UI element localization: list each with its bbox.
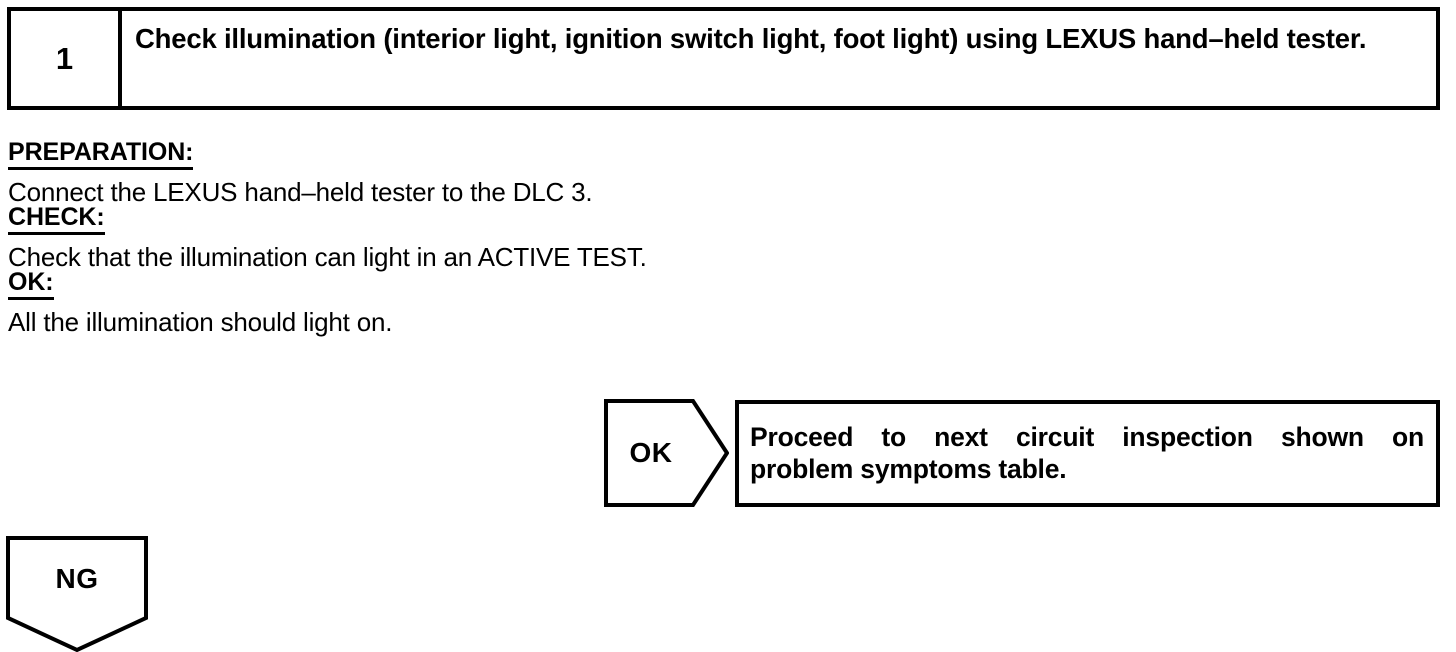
ng-branch-label: NG [55,562,99,594]
ok-result-box: Proceed to next circuit inspection shown… [735,400,1440,507]
ok-result-line-2: problem symptoms table. [750,453,1067,484]
ng-pentagon-shape [6,536,148,652]
procedure-body: PREPARATION: Connect the LEXUS hand–held… [8,140,1008,335]
section-heading-ok: OK: [8,270,54,300]
ok-result-line-1: Proceed to next circuit inspection shown… [750,421,1424,452]
step-instruction-text: Check illumination (interior light, igni… [135,23,1367,54]
ok-branch-marker: OK [604,399,729,507]
step-number-cell: 1 [11,11,122,106]
section-body-preparation: Connect the LEXUS hand–held tester to th… [8,177,593,207]
ok-branch-label: OK [629,437,673,468]
ok-result-text: Proceed to next circuit inspection shown… [750,422,1424,486]
section-ok: OK: All the illumination should light on… [8,270,1008,335]
section-body-check: Check that the illumination can light in… [8,242,647,272]
ng-branch-marker: NG [6,536,148,652]
step-instruction-cell: Check illumination (interior light, igni… [122,11,1436,106]
step-number: 1 [55,41,74,76]
section-check: CHECK: Check that the illumination can l… [8,205,1008,270]
section-body-ok: All the illumination should light on. [8,307,393,337]
section-heading-check: CHECK: [8,205,105,235]
ok-pentagon-shape [604,399,729,507]
section-preparation: PREPARATION: Connect the LEXUS hand–held… [8,140,1008,205]
step-header-box: 1 Check illumination (interior light, ig… [7,7,1440,110]
section-heading-preparation: PREPARATION: [8,140,193,170]
